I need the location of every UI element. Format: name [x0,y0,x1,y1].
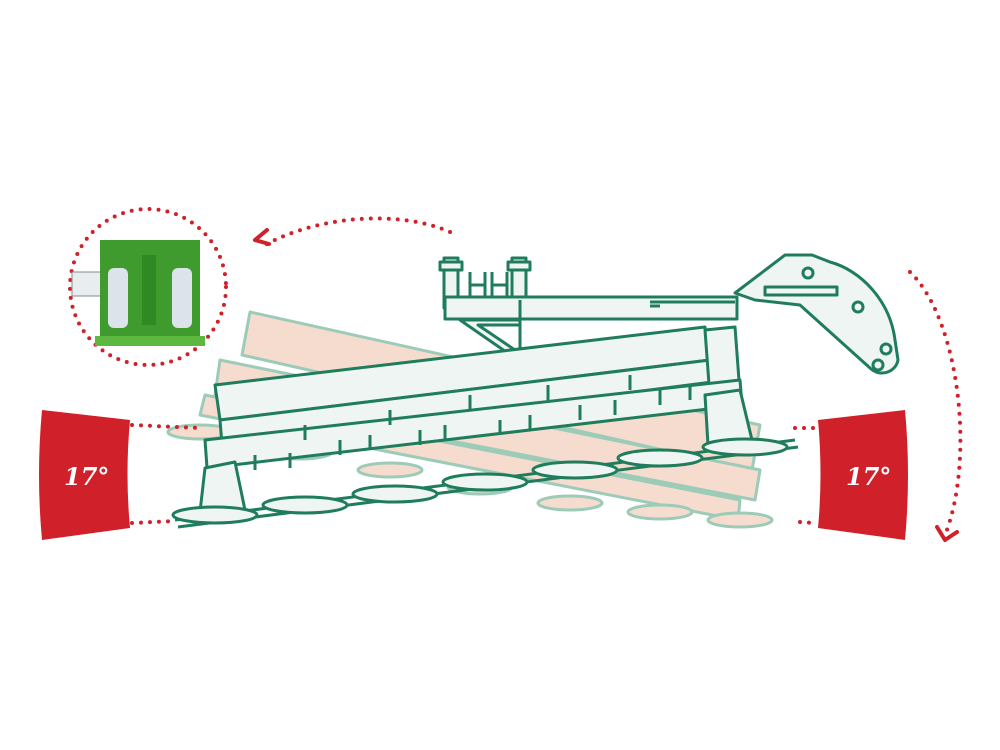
left-angle-badge [39,410,130,540]
rotation-arrows [130,216,963,542]
machine-photo-inset [68,207,228,367]
right-angle-label: 17° [846,462,892,491]
left-angle-label: 17° [64,462,110,491]
mower-drawing [171,253,900,529]
right-angle-badge [818,410,908,540]
